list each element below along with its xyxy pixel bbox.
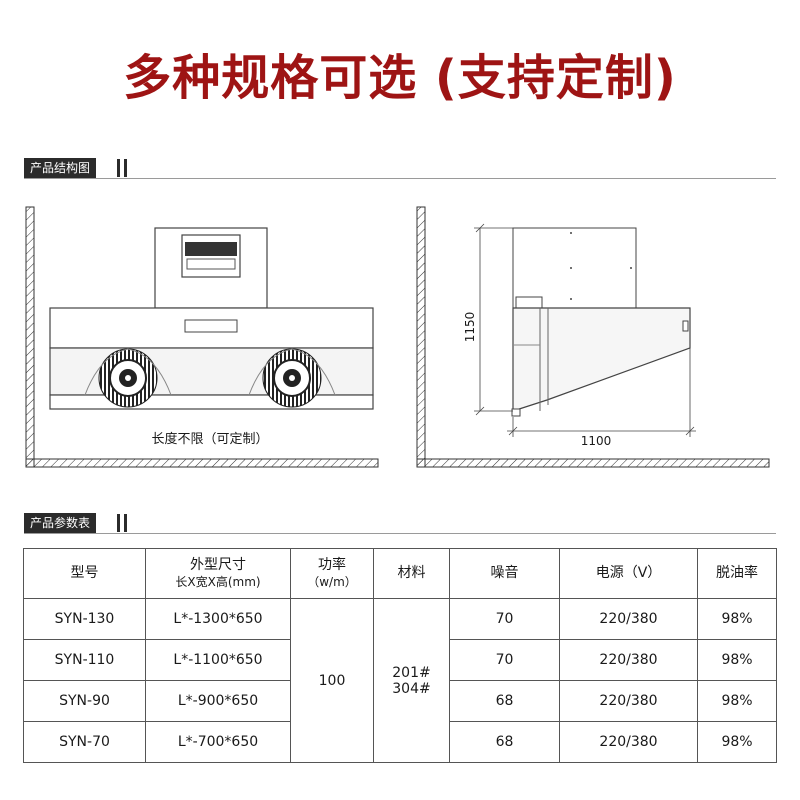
section-tick <box>117 159 120 177</box>
cell-oil-rate: 98% <box>697 639 777 681</box>
floor-hatch <box>416 458 770 468</box>
cell-voltage: 220/380 <box>559 721 698 763</box>
header-size: 外型尺寸 长X宽X高(mm) <box>145 548 291 599</box>
table-row: SYN-70 L*-700*650 68 220/380 98% <box>23 721 777 763</box>
left-fan <box>98 348 158 408</box>
hood-side-profile <box>512 307 691 412</box>
cell-oil-rate: 98% <box>697 598 777 640</box>
length-note: 长度不限（可定制） <box>151 431 268 447</box>
header-oil-rate: 脱油率 <box>697 548 777 599</box>
cell-power-merged: 100 <box>290 598 374 763</box>
section-divider <box>24 178 776 179</box>
structure-section-label: 产品结构图 <box>24 158 97 178</box>
filter-chamber <box>49 347 374 396</box>
cell-size: L*-1300*650 <box>145 598 291 640</box>
header-model: 型号 <box>23 548 146 599</box>
cell-size: L*-900*650 <box>145 680 291 722</box>
header-voltage: 电源（V） <box>559 548 698 599</box>
cell-model: SYN-90 <box>23 680 146 722</box>
structure-diagram: 长度不限（可定制） 1150 1100 <box>25 206 770 468</box>
cell-noise: 68 <box>449 680 560 722</box>
control-panel <box>184 319 238 333</box>
cell-model: SYN-70 <box>23 721 146 763</box>
header-material: 材料 <box>373 548 450 599</box>
header-power-sub: （w/m） <box>307 574 357 589</box>
wall-hatch <box>25 206 35 468</box>
cell-model: SYN-130 <box>23 598 146 640</box>
section-divider <box>24 533 776 534</box>
fan-motor-detail <box>185 242 237 256</box>
table-header-row: 型号 外型尺寸 长X宽X高(mm) 功率 （w/m） 材料 噪音 电源（V） 脱… <box>23 548 777 599</box>
depth-dimension-label: 1100 <box>581 434 612 448</box>
header-size-label: 外型尺寸 <box>190 556 246 573</box>
material-304: 304# <box>392 680 431 697</box>
header-noise: 噪音 <box>449 548 560 599</box>
params-table: 型号 外型尺寸 长X宽X高(mm) 功率 （w/m） 材料 噪音 电源（V） 脱… <box>23 548 777 763</box>
right-fan <box>262 348 322 408</box>
page-title: 多种规格可选 (支持定制) <box>123 50 677 106</box>
cell-noise: 68 <box>449 721 560 763</box>
cell-noise: 70 <box>449 598 560 640</box>
cell-noise: 70 <box>449 639 560 681</box>
table-row: SYN-130 L*-1300*650 100 201# 304# 70 220… <box>23 598 777 763</box>
header-power-label: 功率 <box>318 556 346 573</box>
header-power: 功率 （w/m） <box>290 548 374 599</box>
cell-material-merged: 201# 304# <box>373 598 450 763</box>
cell-oil-rate: 98% <box>697 721 777 763</box>
duct-side <box>512 227 637 309</box>
cell-size: L*-1100*650 <box>145 639 291 681</box>
cell-oil-rate: 98% <box>697 680 777 722</box>
cell-model: SYN-110 <box>23 639 146 681</box>
cell-voltage: 220/380 <box>559 680 698 722</box>
table-row: SYN-90 L*-900*650 68 220/380 98% <box>23 680 777 722</box>
height-dimension-label: 1150 <box>463 312 477 343</box>
header-size-sub: 长X宽X高(mm) <box>175 574 261 589</box>
section-tick <box>124 514 127 532</box>
material-201: 201# <box>392 664 431 681</box>
section-tick <box>117 514 120 532</box>
hood-bottom-rim <box>49 394 374 410</box>
floor-hatch <box>25 458 379 468</box>
structure-section-header: 产品结构图 <box>24 158 776 179</box>
front-view-drawing: 长度不限（可定制） <box>25 206 379 468</box>
params-section-label: 产品参数表 <box>24 513 97 533</box>
params-section-header: 产品参数表 <box>24 513 776 534</box>
cell-voltage: 220/380 <box>559 639 698 681</box>
wall-hatch <box>416 206 426 468</box>
section-tick <box>124 159 127 177</box>
table-row: SYN-110 L*-1100*650 70 220/380 98% <box>23 639 777 681</box>
cell-size: L*-700*650 <box>145 721 291 763</box>
cell-voltage: 220/380 <box>559 598 698 640</box>
side-view-drawing: 1150 1100 <box>416 206 770 468</box>
